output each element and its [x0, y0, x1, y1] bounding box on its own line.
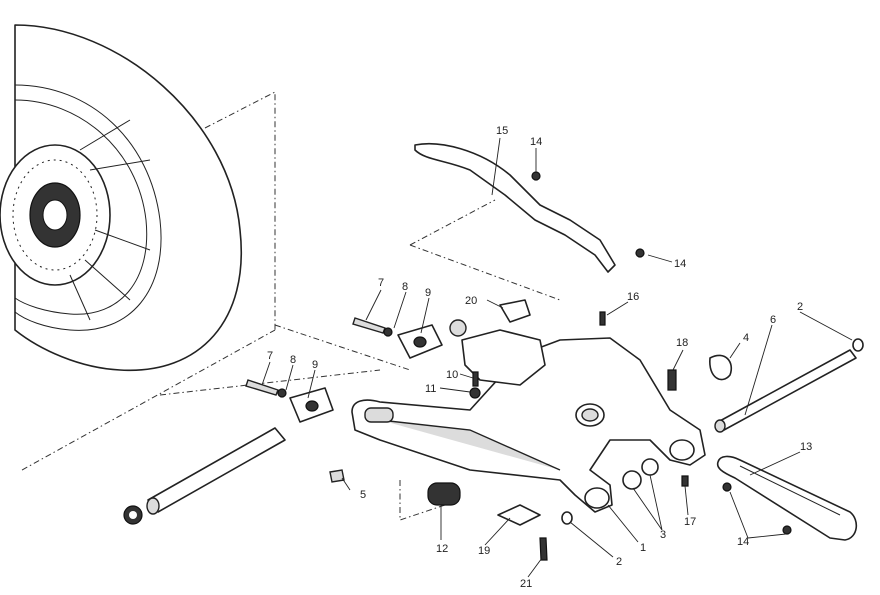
circlip-2-lower [561, 511, 573, 525]
screw-14d [782, 525, 792, 535]
callout-13: 13 [800, 441, 812, 453]
swingarm [351, 329, 706, 513]
bracket-19 [497, 504, 541, 526]
callout-4: 4 [743, 332, 749, 344]
callout-5: 5 [360, 489, 366, 501]
screw-21 [539, 537, 548, 561]
callout-8: 8 [290, 354, 296, 366]
sensor-18 [667, 369, 677, 391]
callout-1: 1 [640, 542, 646, 554]
screw-14a [531, 171, 541, 181]
bolt-10 [472, 371, 479, 387]
screw-14c [722, 482, 732, 492]
wheel-axle [123, 427, 286, 525]
callout-7: 7 [267, 350, 273, 362]
callout-11: 11 [425, 383, 436, 395]
callout-21: 21 [520, 578, 532, 590]
callout-9: 9 [312, 359, 318, 371]
callout-2: 2 [616, 556, 622, 568]
callout-2: 2 [797, 301, 803, 313]
callout-12: 12 [436, 543, 448, 555]
wheel-hub [29, 182, 81, 248]
pivot-shaft [714, 349, 857, 433]
pad-12 [427, 482, 461, 506]
screw-16 [599, 311, 606, 326]
callout-7: 7 [378, 277, 384, 289]
spacer [449, 319, 467, 337]
callout-14: 14 [674, 258, 686, 270]
chain-guard [414, 142, 616, 273]
rear-wheel [0, 24, 242, 372]
callout-16: 16 [627, 291, 639, 303]
callout-17: 17 [684, 516, 696, 528]
nut-11 [469, 387, 481, 399]
callout-15: 15 [496, 125, 508, 137]
washer-3b [641, 458, 659, 476]
callout-10: 10 [446, 369, 458, 381]
clip-20 [499, 299, 531, 323]
callout-20: 20 [465, 295, 477, 307]
callout-8: 8 [402, 281, 408, 293]
callout-14: 14 [737, 536, 749, 548]
chain-slider [716, 455, 858, 541]
callout-3: 3 [660, 529, 666, 541]
callout-9: 9 [425, 287, 431, 299]
small-parts [329, 171, 864, 561]
chain-adjuster-lower [245, 379, 334, 423]
callout-19: 19 [478, 545, 490, 557]
callout-14: 14 [530, 136, 542, 148]
callout-6: 6 [770, 314, 776, 326]
callout-18: 18 [676, 337, 688, 349]
circlip-2-upper [852, 338, 864, 352]
screw-14b [635, 248, 645, 258]
ring-4 [709, 354, 732, 381]
chain-adjuster-upper [352, 317, 443, 359]
leader-lines [261, 137, 853, 578]
washer-3a [622, 470, 642, 490]
callout-labels: 15 14 14 16 20 7 8 9 7 8 9 10 11 18 4 2 … [267, 125, 812, 590]
screw-17 [681, 475, 689, 487]
plug-5 [329, 469, 345, 483]
assembly-lines [21, 91, 561, 521]
